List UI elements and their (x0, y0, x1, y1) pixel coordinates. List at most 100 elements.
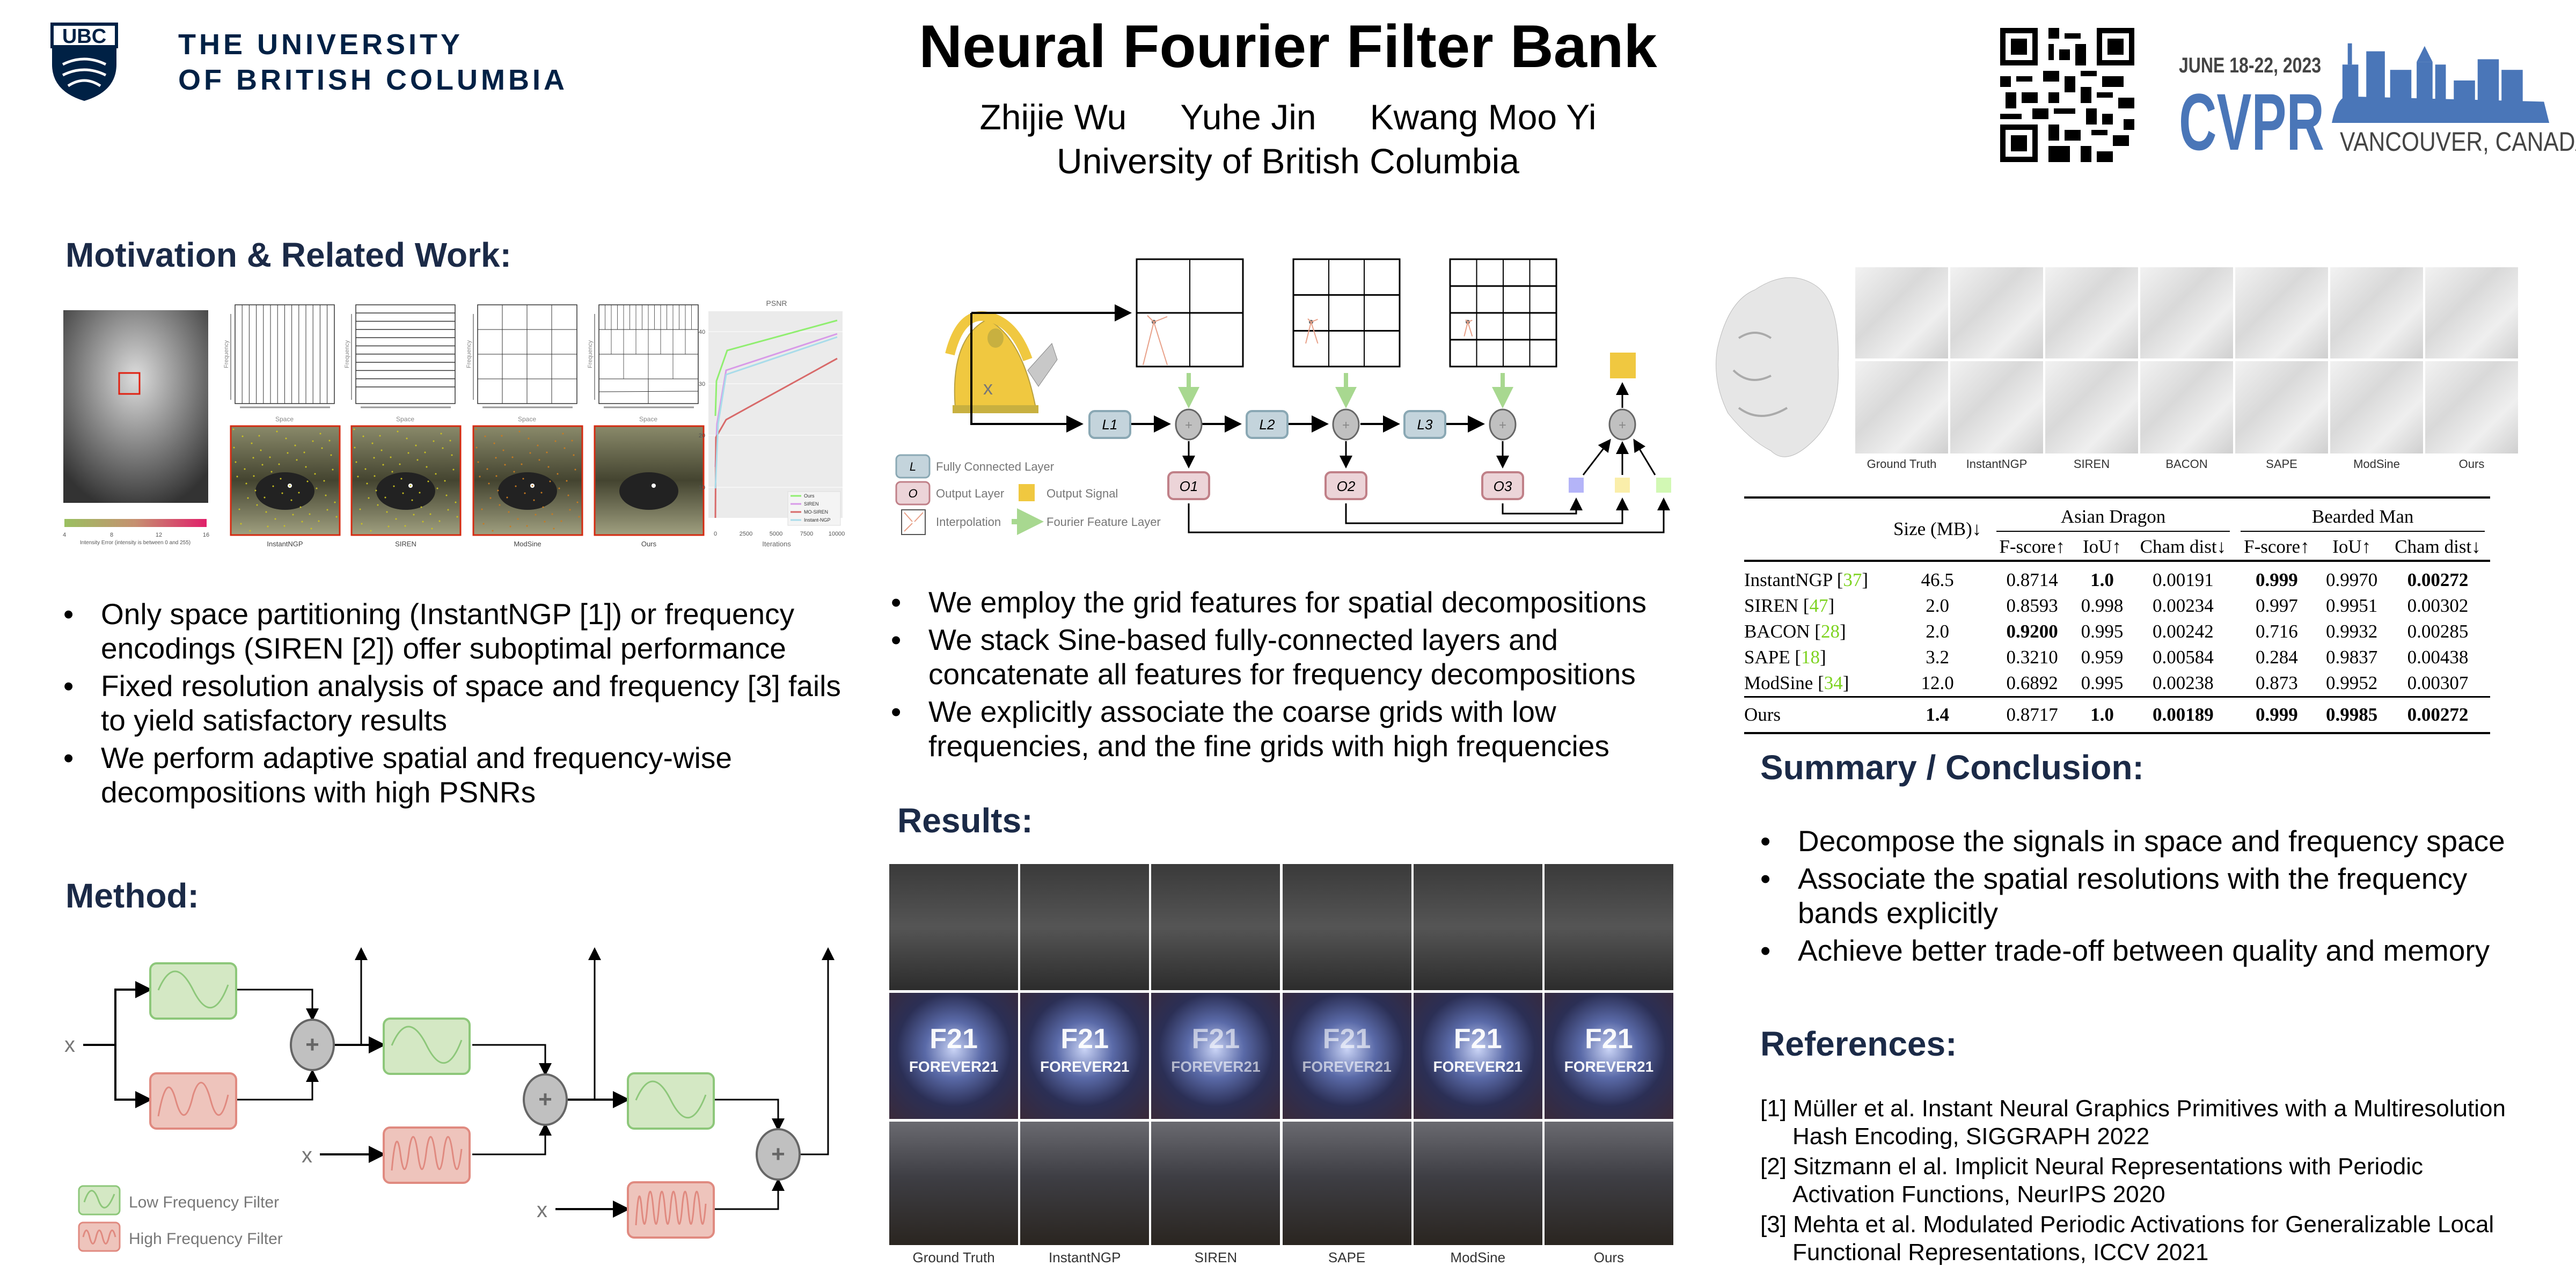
interpolation-arrow (1467, 321, 1473, 336)
value-cell: 0.8717 (2006, 704, 2058, 725)
value-cell: 0.9200 (2006, 621, 2058, 642)
result-column-label: Ground Truth (912, 1249, 995, 1265)
result-city-0 (889, 1122, 1019, 1245)
input-x-label: x (537, 1198, 547, 1222)
cvpr-dates: JUNE 18-22, 2023 (2179, 54, 2322, 77)
plus-icon: + (1342, 418, 1350, 433)
psnr-ytick: 10 (699, 485, 705, 491)
input-x-label: x (64, 1033, 75, 1057)
value-cell: 0.999 (2255, 704, 2298, 725)
psnr-xtick: 10000 (829, 531, 845, 537)
high-sine-wave-icon (157, 1082, 229, 1117)
cvpr-name: CVPR (2179, 77, 2324, 167)
result-column-label: SAPE (1328, 1249, 1366, 1265)
sign-text-main: F21 (1585, 1023, 1633, 1055)
legend-fc-label: Fully Connected Layer (936, 460, 1054, 473)
legend-out-symbol: O (908, 487, 917, 500)
reference-item: [1] Müller et al. Instant Neural Graphic… (1760, 1095, 2506, 1150)
value-cell: 0.00302 (2407, 595, 2469, 616)
value-cell: 0.00238 (2152, 672, 2214, 693)
shape-tile-top (2235, 267, 2328, 358)
colorbar-tick: 12 (156, 532, 162, 538)
qr-code-icon[interactable] (2000, 28, 2134, 162)
shape-column-label: Ours (2458, 457, 2485, 471)
shape-column-label: InstantNGP (1966, 457, 2028, 471)
metric-header: Cham dist↓ (2395, 536, 2481, 557)
shape-column-label: Ground Truth (1867, 457, 1937, 471)
feature-block (1569, 478, 1584, 493)
interpolation-arrow (1153, 321, 1168, 365)
svg-text:UBC: UBC (62, 25, 106, 48)
poster-title: Neural Fourier Filter Bank (919, 13, 1657, 80)
psnr-ytick: 40 (699, 329, 705, 335)
table-metric-row: F-score↑IoU↑Cham dist↓F-score↑IoU↑Cham d… (1744, 534, 2490, 561)
psnr-legend-item: MO-SIREN (804, 509, 828, 515)
fc-layer (1246, 410, 1289, 439)
shape-tile-top (2045, 267, 2138, 358)
method-label: Ours (641, 540, 657, 548)
result-top-0 (889, 864, 1019, 990)
result-city-1 (1020, 1122, 1150, 1245)
value-cell: 0.6892 (2006, 672, 2058, 693)
interpolation-arrow (1311, 321, 1319, 344)
size-header: Size (MB)↓ (1884, 496, 1991, 561)
ubc-crest-icon: UBC (50, 23, 118, 101)
cvpr-logo: JUNE 18-22, 2023 CVPR VANCOUVER, CANADA (2179, 32, 2576, 167)
fc-layer (1088, 410, 1131, 439)
method-cell: BACON [28] (1744, 621, 1846, 642)
shape-tile-bottom (2425, 361, 2518, 453)
method-cell: InstantNGP [37] (1744, 569, 1869, 590)
value-cell: 0.9952 (2326, 672, 2378, 693)
value-cell: 0.9951 (2326, 595, 2378, 616)
value-cell: 0.00584 (2152, 647, 2214, 668)
sum-node (523, 1073, 568, 1126)
reference-item: [3] Mehta et al. Modulated Periodic Acti… (1760, 1211, 2494, 1265)
interpolation-arrow (1463, 321, 1468, 336)
citation: 18 (1801, 647, 1820, 668)
result-city-4 (1413, 1122, 1542, 1245)
shape-tile-top (2140, 267, 2233, 358)
high-filter-legend-swatch (78, 1221, 121, 1252)
output-layer (1324, 471, 1367, 500)
metric-header: Cham dist↓ (2140, 536, 2227, 557)
output-layer (1167, 471, 1210, 500)
bullet: Decompose the signals in space and frequ… (1760, 824, 2512, 858)
value-cell: 0.8714 (2006, 569, 2058, 590)
output-layer-label: O1 (1180, 478, 1198, 494)
high-filter-legend-label: High Frequency Filter (129, 1230, 283, 1248)
motivation-bullets: Only space partitioning (InstantNGP [1])… (63, 597, 841, 813)
value-cell: 0.9837 (2326, 647, 2378, 668)
bullet: Achieve better trade-off between quality… (1760, 933, 2512, 968)
psnr-ytick: 30 (699, 381, 705, 387)
sum-node (756, 1128, 801, 1181)
space-axis-label: Space (396, 415, 414, 423)
legend-fc-symbol: L (910, 460, 916, 473)
vancouver-skyline-icon (2332, 43, 2550, 123)
shape-column-label: ModSine (2353, 457, 2400, 471)
shape-tile-top (2330, 267, 2423, 358)
citation: 34 (1824, 672, 1843, 693)
psnr-xtick: 2500 (740, 531, 752, 537)
interpolation-arrow (1143, 321, 1154, 365)
logo-line-1: THE UNIVERSITY (178, 28, 464, 61)
shape-tile-bottom (2140, 361, 2233, 453)
citation: 28 (1820, 621, 1840, 642)
psnr-xlabel: Iterations (762, 540, 791, 548)
motivation-figure: 4 8 12 16 Intensity Error (intensity is … (63, 299, 845, 548)
value-cell: 0.873 (2255, 672, 2298, 693)
bullet: Associate the spatial resolutions with t… (1760, 861, 2512, 930)
value-cell: 0.00189 (2152, 704, 2214, 725)
cvpr-location: VANCOUVER, CANADA (2340, 127, 2576, 157)
psnr-title: PSNR (766, 299, 787, 308)
value-cell: 0.997 (2255, 595, 2298, 616)
